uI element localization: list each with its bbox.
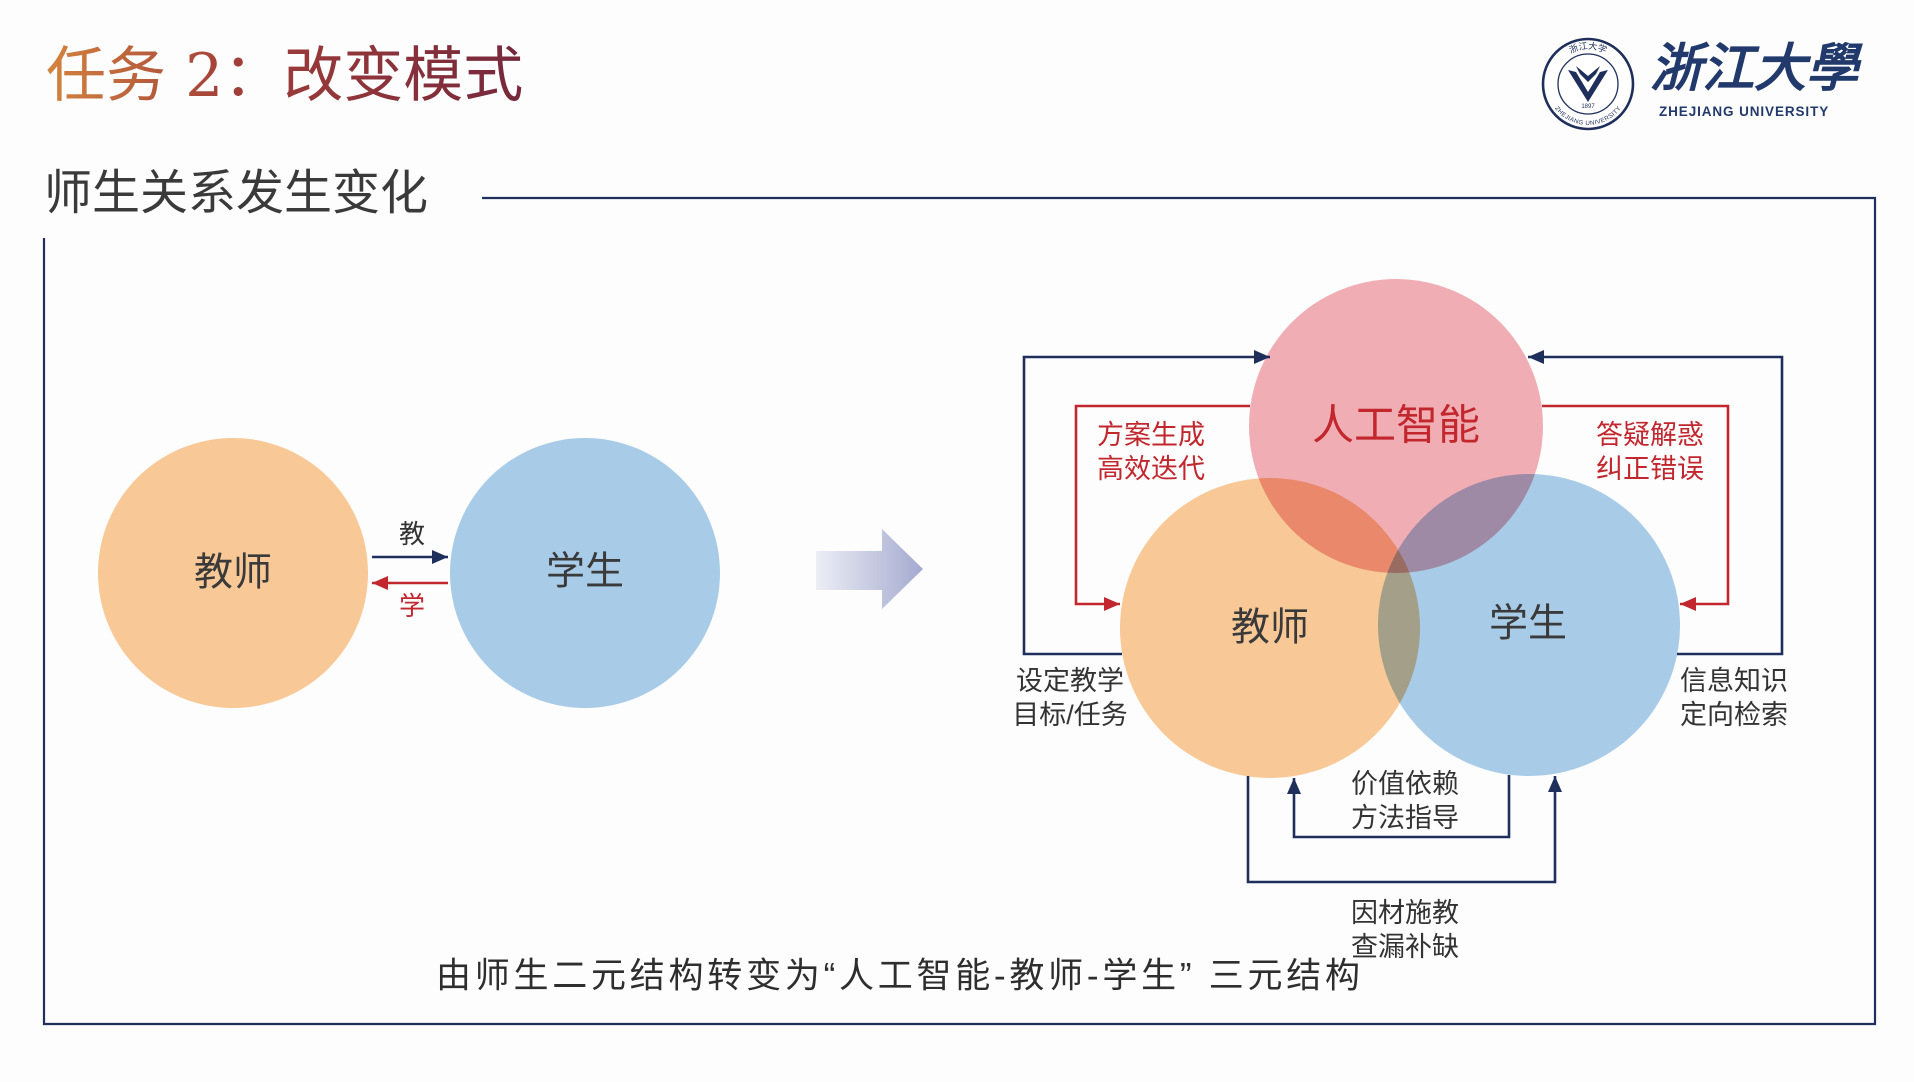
student-to-ai-label-line2: 定向检索 [1680, 700, 1788, 730]
student-to-teacher-label-line2: 方法指导 [1351, 803, 1459, 833]
university-logo: 浙江大学 ZHEJIANG UNIVERSITY 1897 浙江大學 ZHEJI… [1540, 36, 1870, 132]
teacher-to-ai-label-line1: 设定教学 [1016, 666, 1124, 696]
ai-label: 人工智能 [1312, 402, 1480, 449]
two-party-teacher-circle [98, 438, 368, 708]
student-to-ai-label-line1: 信息知识 [1680, 666, 1788, 696]
section-subtitle: 师生关系发生变化 [44, 167, 429, 220]
ai-to-teacher-label-line2: 高效迭代 [1097, 454, 1205, 484]
two-party-teacher-label: 教师 [194, 552, 272, 595]
student-label: 学生 [1489, 603, 1567, 646]
logo-name-chinese: 浙江大學 [1650, 38, 1859, 99]
teacher-to-ai-label-line2: 目标/任务 [1012, 700, 1128, 730]
emblem-year: 1897 [1581, 104, 1595, 110]
emblem-crest-icon [1568, 66, 1608, 102]
transition-arrow-icon [816, 529, 923, 609]
teach-arrow-label: 教 [399, 519, 425, 549]
teacher-label: 教师 [1231, 607, 1309, 650]
teacher-to-student-label-line1: 因材施教 [1351, 898, 1459, 928]
university-emblem-icon: 浙江大学 ZHEJIANG UNIVERSITY 1897 [1541, 37, 1635, 131]
section-frame [42, 196, 1877, 1026]
teacher-circle [1120, 478, 1420, 778]
student-circle [1378, 474, 1680, 776]
three-party-circles [1120, 279, 1680, 778]
ai-to-teacher-arrow [1074, 404, 1250, 611]
ai-to-student-label-line2: 纠正错误 [1596, 454, 1704, 484]
emblem-outer-ring [1541, 37, 1635, 131]
teacher-to-student-label-line2: 查漏补缺 [1351, 932, 1459, 962]
teacher-to-student-arrow [1246, 776, 1562, 884]
two-party-student-circle [450, 438, 720, 708]
learn-arrow-label: 学 [399, 591, 425, 621]
teacher-to-ai-arrow [1022, 350, 1270, 656]
student-to-teacher-arrow [1287, 775, 1511, 839]
student-to-teacher-label-line1: 价值依赖 [1351, 769, 1459, 799]
logo-name-english: ZHEJIANG UNIVERSITY [1659, 104, 1830, 119]
ai-to-student-arrow [1542, 404, 1730, 611]
two-party-model: 教师 学生 教 学 [98, 438, 720, 708]
ai-to-student-label-line1: 答疑解惑 [1596, 420, 1704, 450]
two-party-student-label: 学生 [546, 551, 624, 594]
three-party-model: 人工智能 教师 学生 方案生成 高效迭代 答疑解惑 纠正错误 设定教学 目标/任… [1012, 279, 1788, 962]
emblem-inner-ring [1557, 53, 1619, 115]
student-to-ai-arrow [1528, 350, 1784, 656]
ai-to-teacher-label-line1: 方案生成 [1097, 420, 1205, 450]
slide-title: 任务 2：改变模式 [46, 41, 524, 111]
slide-caption: 由师生二元结构转变为“人工智能-教师-学生” 三元结构 [436, 957, 1360, 996]
